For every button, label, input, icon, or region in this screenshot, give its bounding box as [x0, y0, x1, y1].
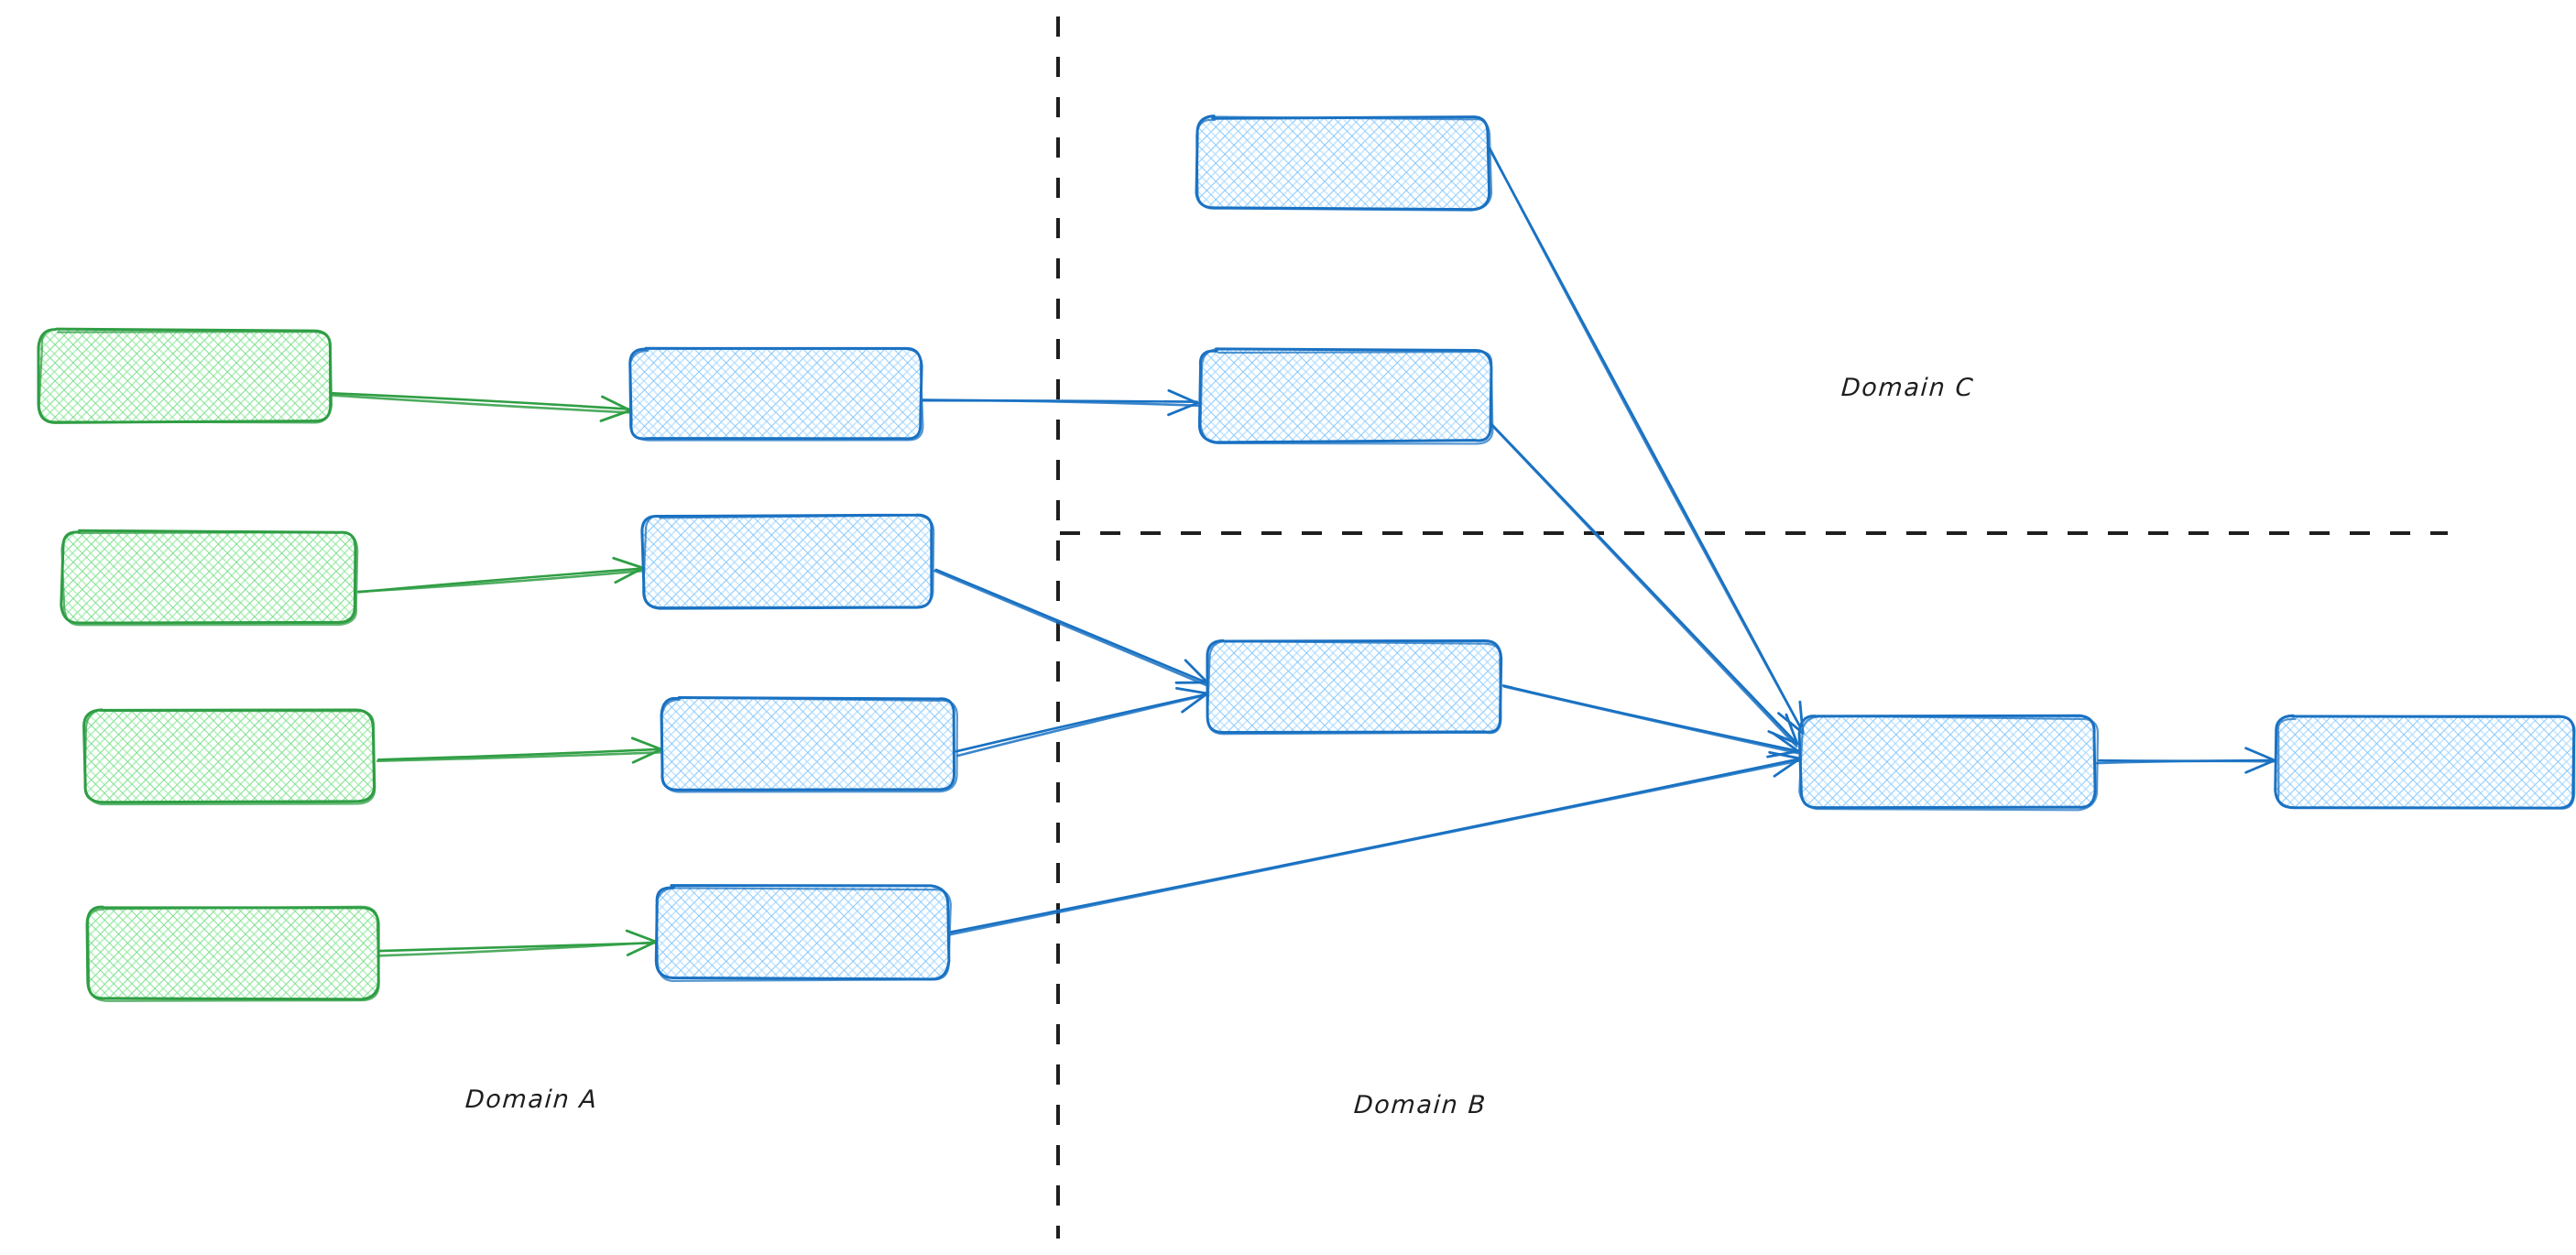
node-d2[interactable] — [2274, 714, 2576, 810]
edge-b3-to-c3 — [955, 686, 1209, 758]
domain-a-label: Domain A — [464, 1086, 599, 1114]
node-c3[interactable] — [1206, 638, 1503, 736]
edge-b4-to-d1 — [948, 750, 1802, 936]
edge-c1-to-d1 — [1488, 147, 1806, 735]
node-d1[interactable] — [1797, 714, 2100, 812]
domain-c-label: Domain C — [1839, 374, 1976, 402]
node-a4[interactable] — [85, 905, 380, 1002]
edge-c3-to-d1 — [1501, 684, 1800, 758]
node-c2[interactable] — [1197, 347, 1494, 445]
node-a1[interactable] — [37, 327, 333, 424]
domain-b-label: Domain B — [1352, 1091, 1488, 1119]
node-b4[interactable] — [654, 884, 952, 982]
node-b2[interactable] — [640, 513, 935, 610]
node-b3[interactable] — [660, 696, 958, 793]
node-a3[interactable] — [82, 708, 377, 806]
node-a2[interactable] — [60, 529, 359, 627]
node-b1[interactable] — [628, 346, 924, 442]
edge-c2-to-d1 — [1490, 422, 1799, 748]
edges — [329, 147, 2276, 957]
edge-d1-to-d2 — [2095, 747, 2276, 774]
edge-a1-to-b1 — [329, 391, 633, 422]
node-c1[interactable] — [1195, 115, 1493, 212]
domain-dividers — [1056, 16, 2448, 1239]
edge-a4-to-b4 — [377, 929, 659, 957]
edge-a3-to-b3 — [376, 737, 663, 764]
nodes — [37, 115, 2576, 1002]
edge-b1-to-c2 — [922, 388, 1200, 417]
edge-b2-to-c3 — [933, 568, 1209, 687]
edge-a2-to-b2 — [356, 556, 646, 594]
